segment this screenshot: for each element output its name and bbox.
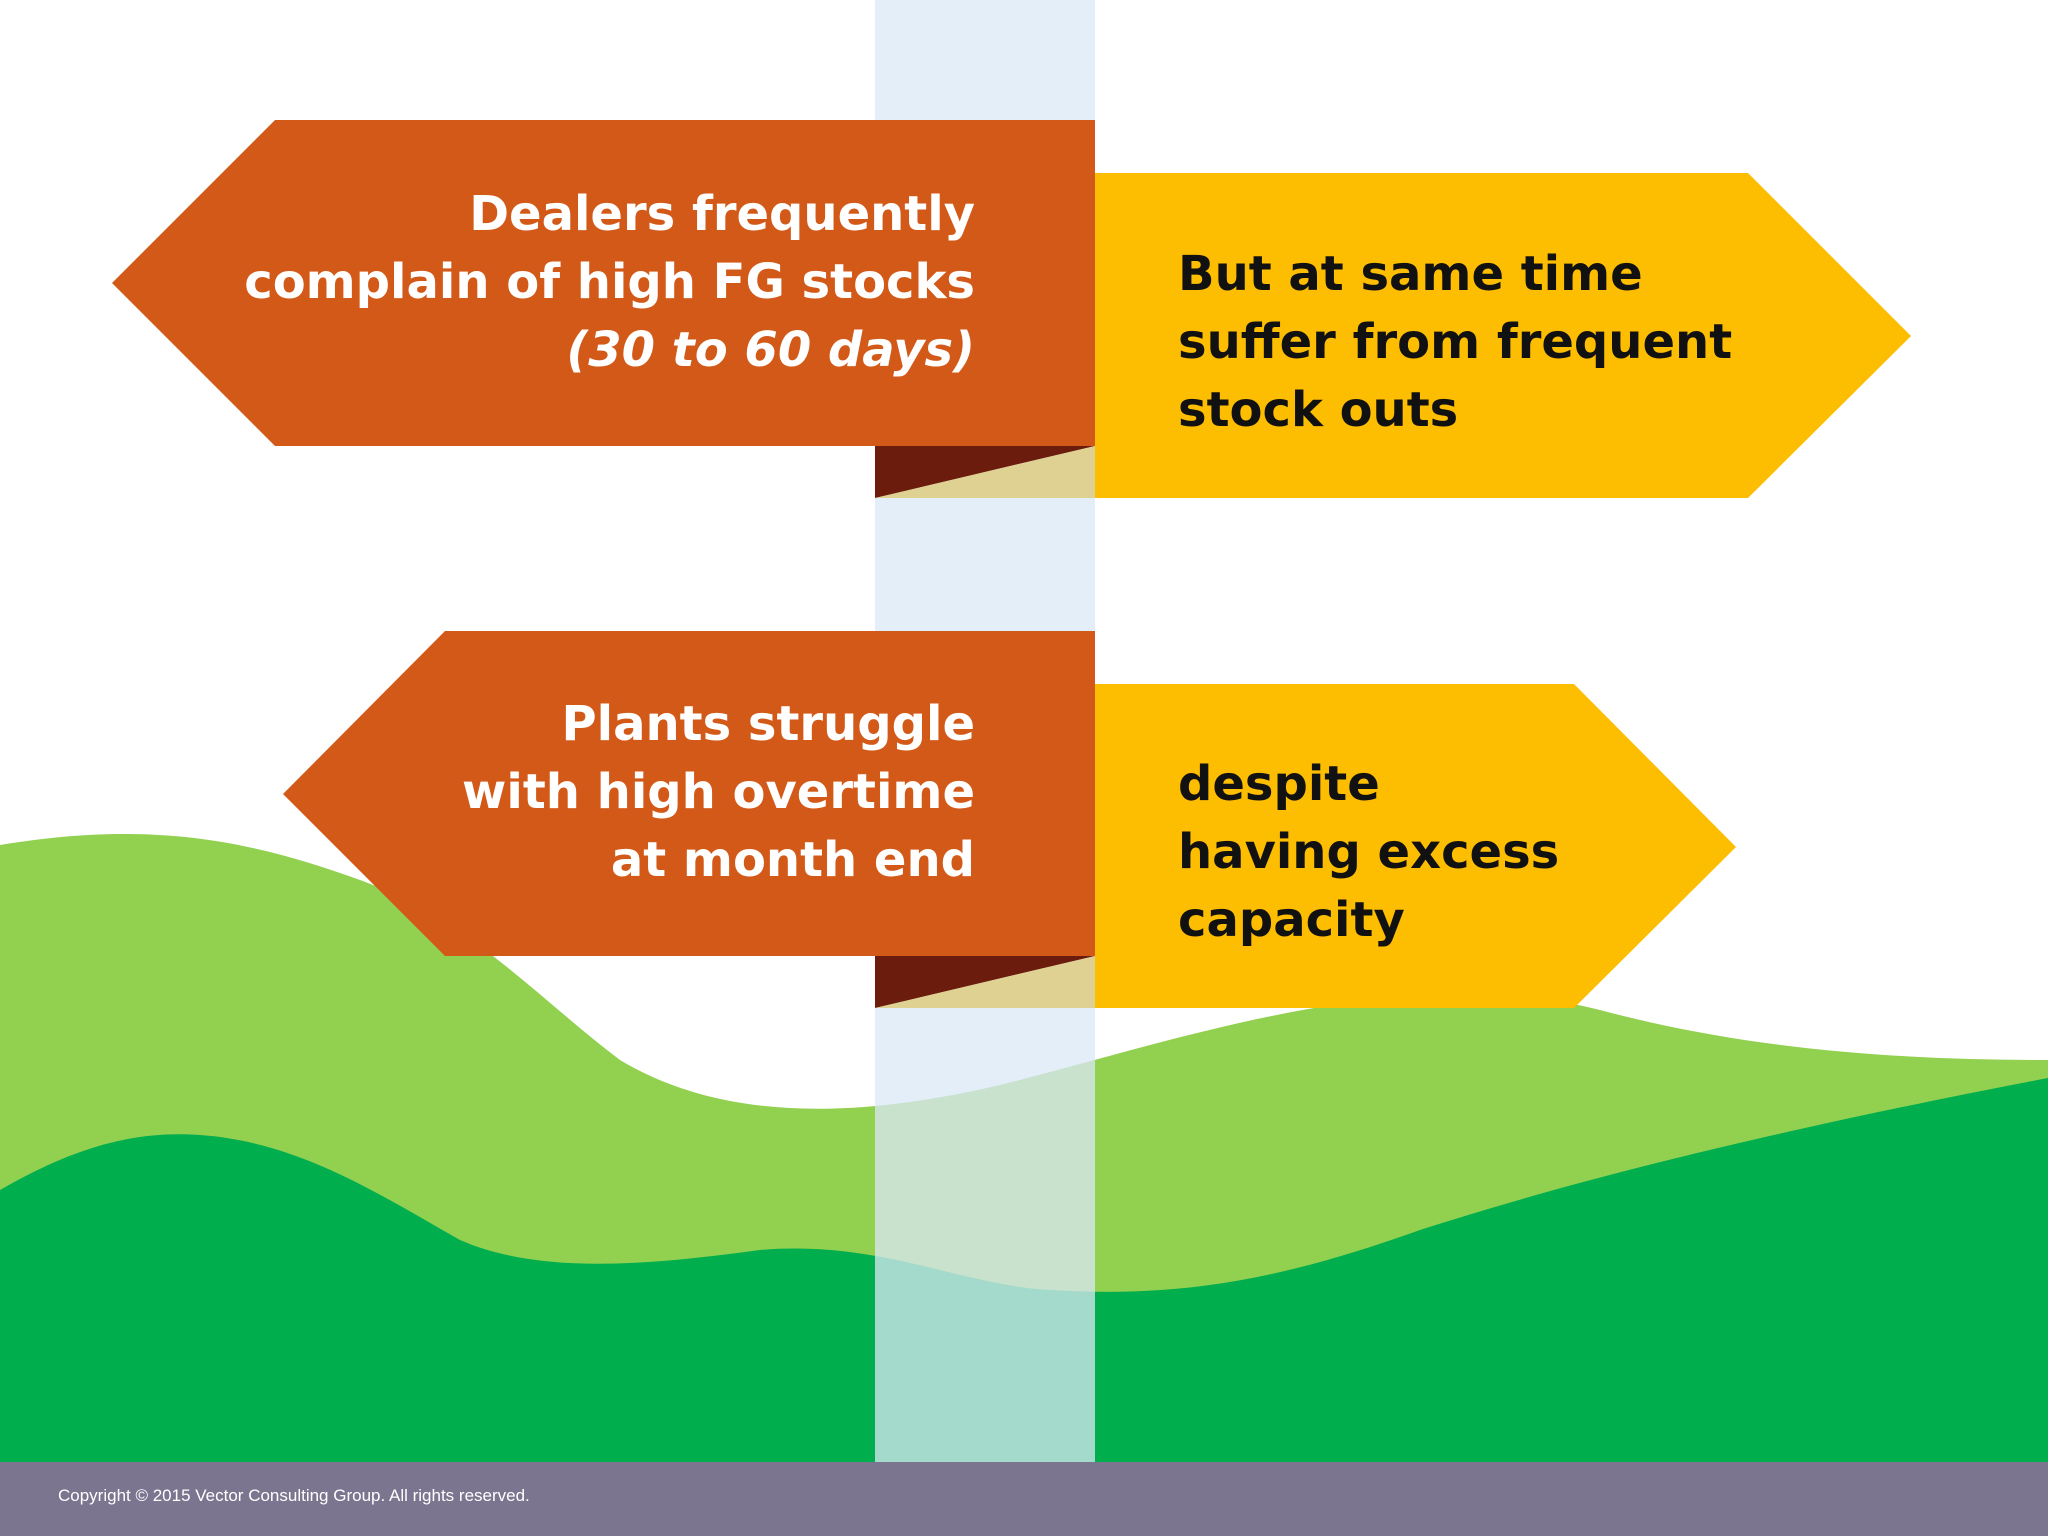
sign-text-line: with high overtime: [462, 764, 975, 820]
copyright-text: Copyright © 2015 Vector Consulting Group…: [58, 1486, 530, 1505]
sign-text-line: (30 to 60 days): [566, 322, 975, 378]
sign-fold-highlight: [875, 956, 1095, 1008]
sign-top-left-text: Dealers frequently complain of high FG s…: [244, 180, 975, 384]
sign-text-line: complain of high FG stocks: [244, 254, 975, 310]
footer-bar: Copyright © 2015 Vector Consulting Group…: [0, 1462, 2048, 1536]
sign-top-left: [112, 120, 1095, 446]
sign-bottom-left: [283, 631, 1095, 956]
sign-bottom-left-text: Plants struggle with high overtime at mo…: [462, 690, 975, 894]
sign-text-line: having excess: [1178, 824, 1560, 880]
sign-top-right-text: But at same time suffer from frequent st…: [1178, 240, 1732, 444]
sign-text-line: Dealers frequently: [469, 186, 975, 242]
sign-text-line: despite: [1178, 756, 1380, 812]
sign-text-line: at month end: [610, 832, 975, 888]
sign-text-line: Plants struggle: [561, 696, 975, 752]
sign-bottom-right-text: despite having excess capacity: [1178, 750, 1559, 954]
sign-bottom-right: [1095, 684, 1736, 1008]
sign-text-line: stock outs: [1178, 382, 1459, 438]
hill-dark: [0, 1078, 2048, 1462]
sign-text-line: But at same time: [1178, 246, 1643, 302]
sign-text-line: capacity: [1178, 892, 1405, 948]
sign-top-right: [1095, 173, 1911, 498]
sign-text-line: suffer from frequent: [1178, 314, 1733, 370]
sign-fold-highlight: [875, 446, 1095, 498]
